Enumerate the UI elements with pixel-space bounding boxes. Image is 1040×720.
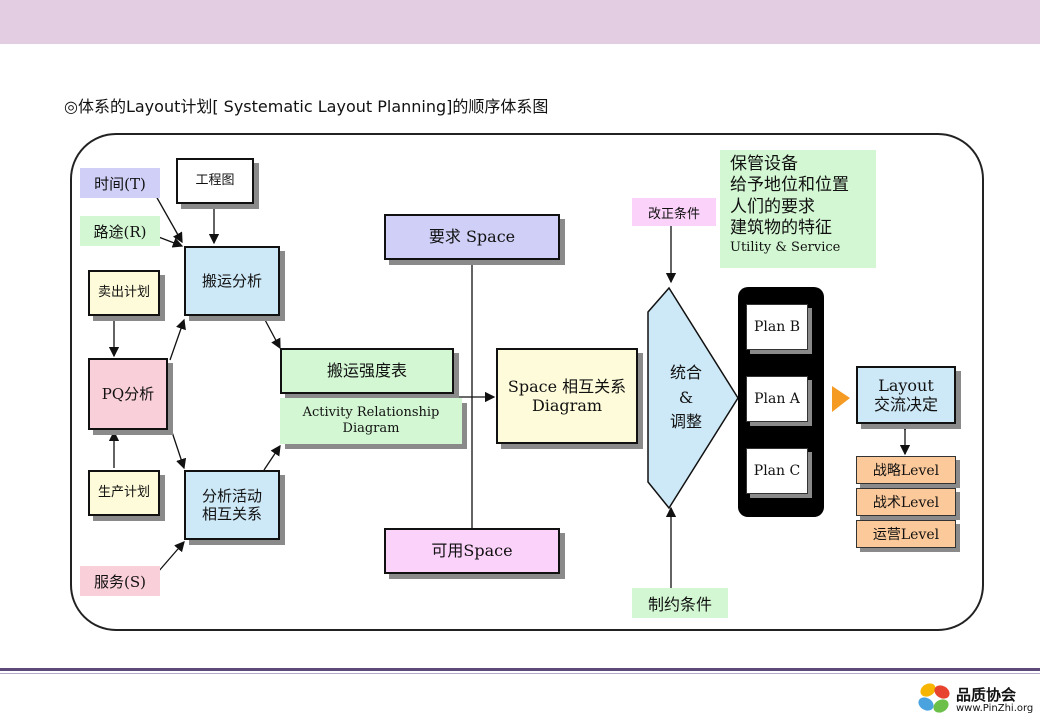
- engineering-drawing-box: 工程图: [176, 158, 254, 204]
- plan-c-box: Plan C: [746, 448, 808, 494]
- orange-arrow-icon: [832, 386, 850, 412]
- route-tag: 路途(R): [80, 216, 160, 246]
- footer-rule-thin: [0, 673, 1040, 674]
- required-space-box: 要求 Space: [384, 214, 560, 260]
- constraint-condition-tag: 制约条件: [632, 588, 728, 618]
- correction-condition-tag: 改正条件: [632, 198, 716, 226]
- activity-relationship-box: Activity Relationship Diagram: [280, 398, 462, 444]
- activity-analysis-box: 分析活动 相互关系: [184, 470, 280, 540]
- sales-plan-box: 卖出计划: [88, 270, 160, 316]
- pq-analysis-box: PQ分析: [88, 358, 168, 430]
- transport-intensity-box: 搬运强度表: [280, 348, 454, 394]
- plan-a-box: Plan A: [746, 376, 808, 422]
- utility-service-label: Utility & Service: [730, 240, 841, 255]
- transport-analysis-box: 搬运分析: [184, 246, 280, 316]
- strategic-level-box: 战略Level: [856, 456, 956, 484]
- integrate-arrow-shape: [647, 286, 739, 510]
- service-tag: 服务(S): [80, 566, 160, 596]
- considerations-box: 保管设备 给予地位和位置 人们的要求 建筑物的特征 Utility & Serv…: [720, 150, 876, 268]
- plan-b-box: Plan B: [746, 304, 808, 350]
- header-band: [0, 0, 1040, 44]
- logo-name: 品质协会: [956, 686, 1017, 704]
- footer-rule: [0, 668, 1040, 671]
- page-title: ◎体系的Layout计划[ Systematic Layout Planning…: [64, 97, 549, 116]
- integrate-label: 统合 & 调整: [669, 362, 702, 432]
- layout-decision-box: Layout 交流决定: [856, 366, 956, 424]
- available-space-box: 可用Space: [384, 528, 560, 574]
- logo-url: www.PinZhi.org: [956, 703, 1034, 714]
- operational-level-box: 运营Level: [856, 520, 956, 548]
- pinzhi-logo-icon: [918, 683, 950, 713]
- space-relationship-box: Space 相互关系 Diagram: [496, 348, 638, 444]
- considerations-list: 保管设备 给予地位和位置 人们的要求 建筑物的特征: [730, 154, 849, 238]
- time-tag: 时间(T): [80, 168, 160, 198]
- tactical-level-box: 战术Level: [856, 488, 956, 516]
- production-plan-box: 生产计划: [88, 470, 160, 516]
